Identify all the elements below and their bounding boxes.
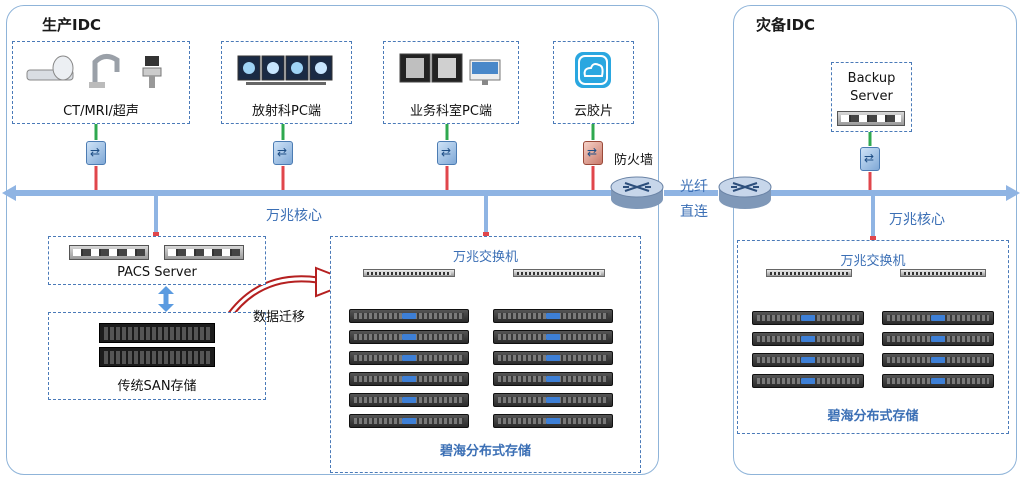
backup-label-line1: Backup — [847, 71, 896, 86]
dr-idc-title: 灾备IDC — [756, 16, 816, 34]
storage-node — [882, 311, 994, 325]
san-array-icon — [99, 347, 215, 367]
core-switch-icon — [900, 269, 986, 277]
distributed-storage-left-box: 万兆交换机 碧海分布式存储 — [330, 236, 641, 473]
san-array-icon — [99, 323, 215, 343]
cloud-film-label: 云胶片 — [573, 104, 613, 119]
core-left-label: 万兆核心 — [266, 208, 322, 224]
pacs-server-box: PACS Server — [48, 236, 266, 285]
cloud-film-box: 云胶片 — [553, 41, 634, 124]
storage-node — [349, 393, 469, 407]
business-pc-box: 业务科室PC端 — [383, 41, 519, 124]
storage-node — [349, 351, 469, 365]
firewall-icon — [583, 141, 603, 165]
access-switch-icon — [437, 141, 457, 165]
fiber-label-line1: 光纤 — [680, 179, 708, 195]
san-storage-box: 传统SAN存储 — [48, 312, 266, 400]
production-idc-title: 生产IDC — [42, 16, 102, 34]
access-switch-icon — [860, 147, 880, 171]
storage-node — [493, 330, 613, 344]
access-switch-icon — [86, 141, 106, 165]
core-router-right-icon — [717, 175, 773, 209]
pacs-server-icon — [69, 245, 149, 260]
storage-node — [752, 311, 864, 325]
distributed-storage-right-box: 万兆交换机 碧海分布式存储 — [737, 240, 1009, 434]
storage-node — [349, 414, 469, 428]
san-storage-label: 传统SAN存储 — [117, 379, 197, 394]
core-right-label: 万兆核心 — [889, 212, 945, 228]
storage-node — [752, 332, 864, 346]
fiber-label-line2: 直连 — [680, 204, 708, 220]
business-pc-label: 业务科室PC端 — [410, 104, 492, 119]
radiology-monitors-icon — [236, 52, 336, 88]
storage-node — [752, 353, 864, 367]
storage-node — [882, 332, 994, 346]
access-switch-icon — [273, 141, 293, 165]
backup-server-icon — [837, 111, 905, 126]
ct-mri-box: CT/MRI/超声 — [12, 41, 190, 124]
core-router-left-icon — [609, 175, 665, 209]
storage-node — [882, 353, 994, 367]
core-switch-icon — [766, 269, 852, 277]
switch-right-label: 万兆交换机 — [840, 254, 906, 269]
storage-node — [493, 309, 613, 323]
pacs-server-icon — [164, 245, 244, 260]
storage-node — [349, 372, 469, 386]
switch-left-label: 万兆交换机 — [452, 250, 518, 265]
ct-mri-label: CT/MRI/超声 — [63, 104, 139, 119]
migration-label: 数据迁移 — [253, 310, 306, 325]
business-workstation-icon — [398, 52, 504, 88]
storage-node — [752, 374, 864, 388]
pacs-server-label: PACS Server — [117, 265, 197, 280]
storage-node — [493, 372, 613, 386]
storage-node — [882, 374, 994, 388]
firewall-label: 防火墙 — [614, 153, 654, 168]
storage-node — [349, 330, 469, 344]
radiology-pc-box: 放射科PC端 — [221, 41, 352, 124]
storage-node — [493, 414, 613, 428]
radiology-pc-label: 放射科PC端 — [252, 104, 321, 119]
storage-left-label: 碧海分布式存储 — [439, 444, 531, 459]
storage-node — [493, 393, 613, 407]
storage-node — [349, 309, 469, 323]
medical-imaging-icon — [25, 50, 175, 90]
backup-label-line2: Server — [850, 89, 893, 104]
core-switch-icon — [513, 269, 605, 277]
storage-right-label: 碧海分布式存储 — [827, 409, 919, 424]
backup-server-box: Backup Server — [831, 62, 912, 132]
storage-node — [493, 351, 613, 365]
cloud-film-icon — [573, 50, 613, 90]
core-switch-icon — [363, 269, 455, 277]
